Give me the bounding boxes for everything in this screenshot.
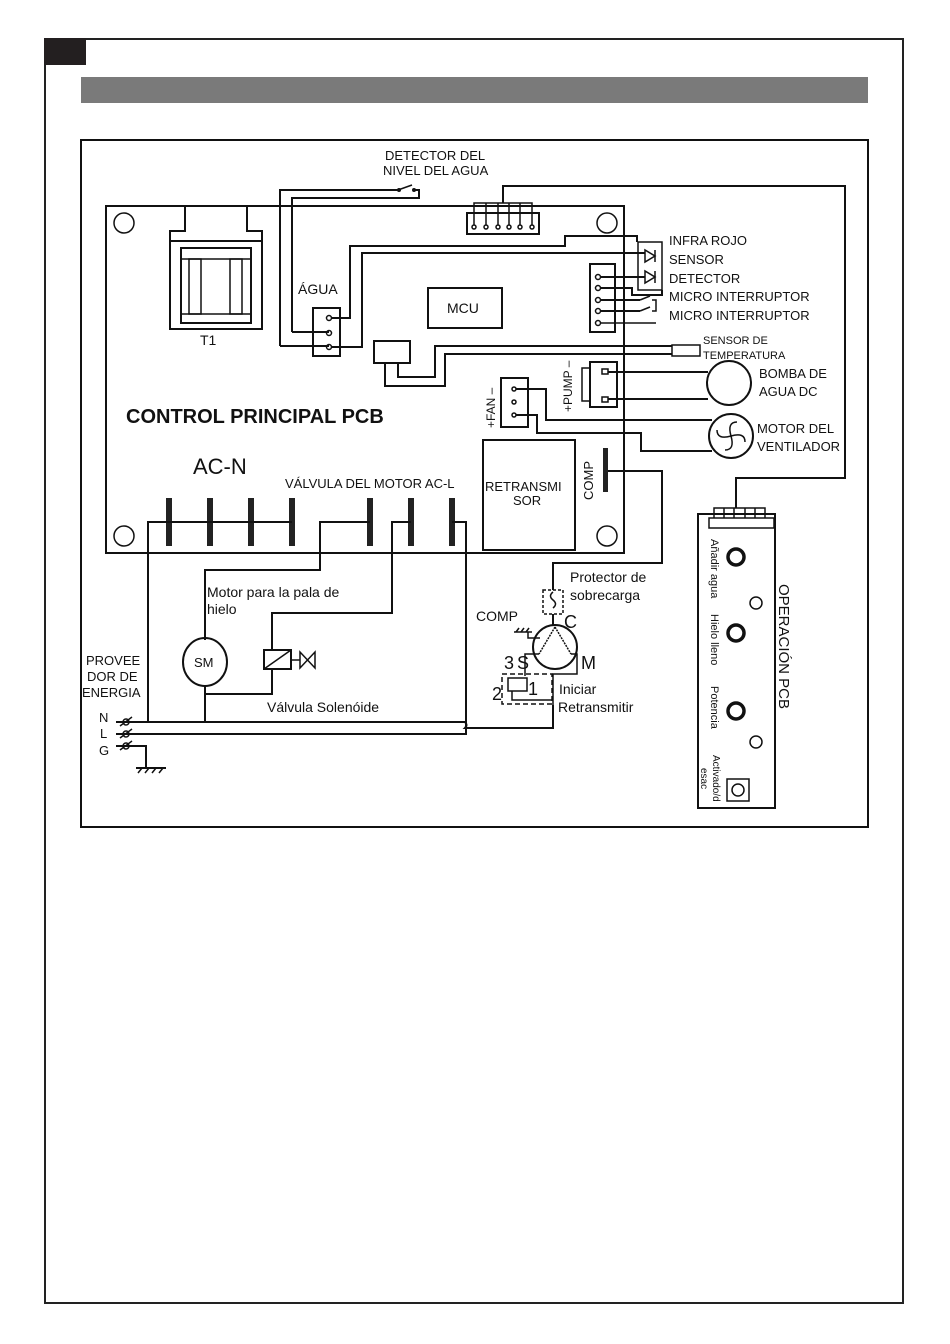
- main-pcb-title: CONTROL PRINCIPAL PCB: [126, 406, 384, 428]
- add-water-label: Añadir agua: [708, 539, 720, 599]
- power-supply: PROVEE DOR DE ENERGIA N L G: [82, 653, 554, 774]
- photodiode-icon: [644, 269, 657, 285]
- fan-circuit: MOTOR DEL VENTILADOR +FAN –: [484, 377, 840, 459]
- power-supply-label-3: ENERGIA: [82, 685, 141, 700]
- sensor-label: SENSOR: [669, 252, 724, 267]
- water-level-label-1: DETECTOR DEL: [385, 148, 485, 163]
- corner-tab: [44, 38, 86, 65]
- compressor: COMP Protector de sobrecarga C 3 S M 2 1…: [476, 569, 646, 715]
- temp-sensor-label-1: SENSOR DE: [703, 335, 768, 347]
- start-relay-label-1: Iniciar: [559, 681, 597, 697]
- water-level-label-2: NIVEL DEL AGUA: [383, 163, 489, 178]
- detector-label: DETECTOR: [669, 271, 740, 286]
- pin-3-label: 3: [504, 653, 514, 673]
- mount-hole: [113, 525, 135, 547]
- pump-circuit: BOMBA DE AGUA DC +PUMP –: [561, 360, 827, 412]
- mount-hole: [113, 212, 135, 234]
- mount-hole: [596, 212, 618, 234]
- micro-switch-1-icon: [639, 295, 651, 301]
- water-level-detector: DETECTOR DEL NIVEL DEL AGUA: [279, 148, 489, 346]
- transformer-label: T1: [200, 332, 217, 348]
- diagram-frame: [80, 139, 869, 828]
- sm-label: SM: [194, 655, 214, 670]
- water-connector-label: ÁGUA: [298, 281, 338, 297]
- fan-icon: [708, 413, 754, 459]
- micro-switch-2-label: MICRO INTERRUPTOR: [669, 308, 810, 323]
- start-relay-icon: [501, 673, 553, 705]
- page-frame: [44, 38, 904, 1304]
- temp-sensor-label-2: TEMPERATURA: [703, 350, 786, 362]
- infrared-label: INFRA ROJO: [669, 233, 747, 248]
- ice-motor-label-1: Motor para la pala de: [207, 584, 340, 600]
- pump-label-2: AGUA DC: [759, 384, 818, 399]
- mcu-label: MCU: [447, 300, 479, 316]
- power-label: Potencia: [708, 686, 720, 730]
- ice-full-indicator-icon: [726, 623, 746, 643]
- pump-icon: [706, 360, 752, 406]
- relay-label-2: SOR: [513, 493, 541, 508]
- pin-1-label: 1: [528, 679, 538, 699]
- terminal-c-label: C: [564, 612, 577, 632]
- fan-label-2: VENTILADOR: [757, 439, 840, 454]
- operation-pcb-title: OPERACIÓN PCB: [775, 584, 792, 709]
- ice-full-label: Hielo lleno: [708, 614, 720, 665]
- operation-pcb: Añadir agua Hielo lleno Potencia Activad…: [697, 507, 792, 809]
- toggle-label-1: Activado/d: [710, 755, 721, 802]
- toggle-label-2: esac: [698, 768, 709, 789]
- relay: RETRANSMI SOR COMP: [482, 439, 663, 590]
- ir-led-icon: [644, 248, 657, 264]
- ground-label: G: [99, 743, 109, 758]
- toggle-button-icon[interactable]: [726, 778, 750, 802]
- micro-switch-2-icon: [639, 306, 651, 312]
- add-water-indicator-icon: [726, 547, 746, 567]
- valve-motor-label: VÁLVULA DEL MOTOR AC-L: [285, 476, 455, 491]
- neutral-label: N: [99, 710, 108, 725]
- sensor-connector: INFRA ROJO SENSOR DETECTOR MICRO INTERRU…: [589, 233, 810, 333]
- start-relay-label-2: Retransmitir: [558, 699, 634, 715]
- live-label: L: [100, 726, 107, 741]
- comp-terminal-label: COMP: [581, 461, 596, 500]
- fan-label-1: MOTOR DEL: [757, 421, 834, 436]
- led-icon: [749, 735, 763, 749]
- comp-label: COMP: [476, 608, 518, 624]
- terminal-m-label: M: [581, 653, 596, 673]
- fan-connector-label: +FAN –: [484, 387, 498, 428]
- ice-motor-label-2: hielo: [207, 601, 237, 617]
- temperature-sensor: SENSOR DE TEMPERATURA: [373, 335, 786, 387]
- pump-label-1: BOMBA DE: [759, 366, 827, 381]
- led-icon: [749, 596, 763, 610]
- transformer-t1: T1: [169, 206, 263, 348]
- solenoid-valve: Válvula Solenóide: [263, 649, 379, 715]
- ac-terminals: AC-N VÁLVULA DEL MOTOR AC-L: [147, 454, 467, 722]
- overload-label-2: sobrecarga: [570, 587, 640, 603]
- overload-label-1: Protector de: [570, 569, 646, 585]
- mount-hole: [596, 525, 618, 547]
- operation-connector: [466, 185, 846, 508]
- compressor-motor-icon: [532, 624, 578, 670]
- mcu-chip: MCU: [427, 287, 503, 329]
- relay-label-1: RETRANSMI: [485, 479, 562, 494]
- power-supply-label-2: DOR DE: [87, 669, 138, 684]
- terminal-s-label: S: [517, 653, 529, 673]
- pin-2-label: 2: [492, 684, 502, 704]
- power-indicator-icon: [726, 701, 746, 721]
- solenoid-label: Válvula Solenóide: [267, 699, 379, 715]
- ac-n-label: AC-N: [193, 454, 247, 479]
- water-connector: ÁGUA: [280, 235, 645, 357]
- section-title-bar: [81, 77, 868, 103]
- ice-scoop-motor: Motor para la pala de hielo SM: [182, 584, 340, 722]
- pump-connector-label: +PUMP –: [561, 360, 575, 412]
- micro-switch-1-label: MICRO INTERRUPTOR: [669, 289, 810, 304]
- power-supply-label-1: PROVEE: [86, 653, 141, 668]
- ir-sensor-box: [637, 241, 663, 291]
- overload-protector-icon: [542, 589, 564, 615]
- main-pcb: CONTROL PRINCIPAL PCB: [105, 205, 625, 554]
